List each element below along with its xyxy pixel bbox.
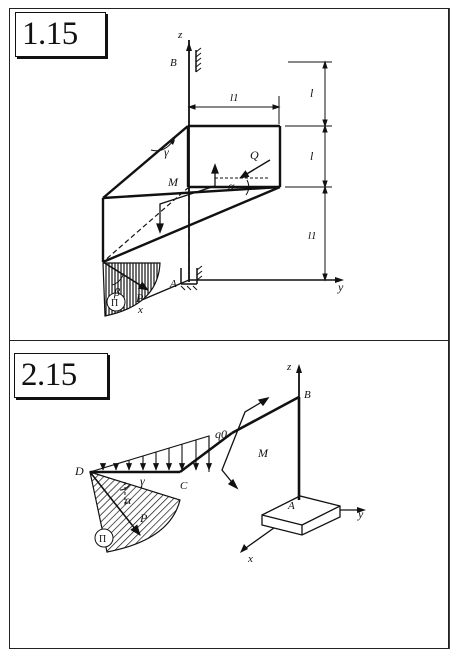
M-label-2: M xyxy=(257,446,269,460)
q0-label: q0 xyxy=(215,427,227,441)
pi-label-2: Π xyxy=(99,534,106,545)
B-label-1: B xyxy=(170,57,177,69)
alpha-label-1: α xyxy=(228,179,235,193)
diagram-1: z B A y x M Q P α β γ l1 l l l1 Π xyxy=(101,29,344,317)
Q-label-1: Q xyxy=(250,148,259,162)
diagram-2: z B A C D M q0 P y x α γ Π xyxy=(74,361,366,565)
C-label-2: C xyxy=(180,480,188,492)
gamma-label-2: γ xyxy=(140,474,145,488)
y-label-1: y xyxy=(337,280,344,294)
dimensions-1 xyxy=(187,60,332,282)
z-axis-arrow-1 xyxy=(186,42,192,51)
force-P-2 xyxy=(89,471,141,536)
problem-number-1: 1.15 xyxy=(15,12,106,57)
support-A-2 xyxy=(261,495,341,536)
l1-top-label: l1 xyxy=(230,92,239,104)
gamma-label-1: γ xyxy=(164,145,169,159)
l1-right-label: l1 xyxy=(308,230,317,242)
frame-2 xyxy=(90,395,301,500)
pi-label-1: Π xyxy=(111,298,118,309)
l-right-label-2: l xyxy=(310,149,314,163)
force-Q-1 xyxy=(215,159,271,196)
y-label-2: y xyxy=(357,507,364,521)
pressure-region-2 xyxy=(89,471,181,553)
P-label-1: P xyxy=(135,291,144,305)
B-label-2: B xyxy=(304,389,311,401)
alpha-label-2: α xyxy=(125,493,132,507)
problem-number-2: 2.15 xyxy=(14,353,108,398)
x-label-2: x xyxy=(247,553,253,565)
distributed-load-q0 xyxy=(89,435,213,473)
moment-M-1 xyxy=(156,163,219,234)
A-label-2: A xyxy=(287,500,295,512)
row-divider xyxy=(9,340,449,341)
A-label-1: A xyxy=(169,278,177,290)
right-column-rule xyxy=(449,8,450,649)
z-label-2: z xyxy=(286,361,292,373)
D-label-2: D xyxy=(74,464,84,478)
bearing-B-1 xyxy=(195,47,202,73)
x-label-1: x xyxy=(137,304,143,316)
moment-M-2 xyxy=(221,396,270,490)
force-P-1 xyxy=(102,261,149,291)
table-border xyxy=(9,8,449,649)
l-right-label-1: l xyxy=(310,86,314,100)
beta-label-1: β xyxy=(113,285,120,299)
z-label-1: z xyxy=(177,29,183,41)
P-label-2: P xyxy=(139,511,148,525)
bearing-A-1 xyxy=(180,265,203,291)
M-label-1: M xyxy=(167,175,179,189)
